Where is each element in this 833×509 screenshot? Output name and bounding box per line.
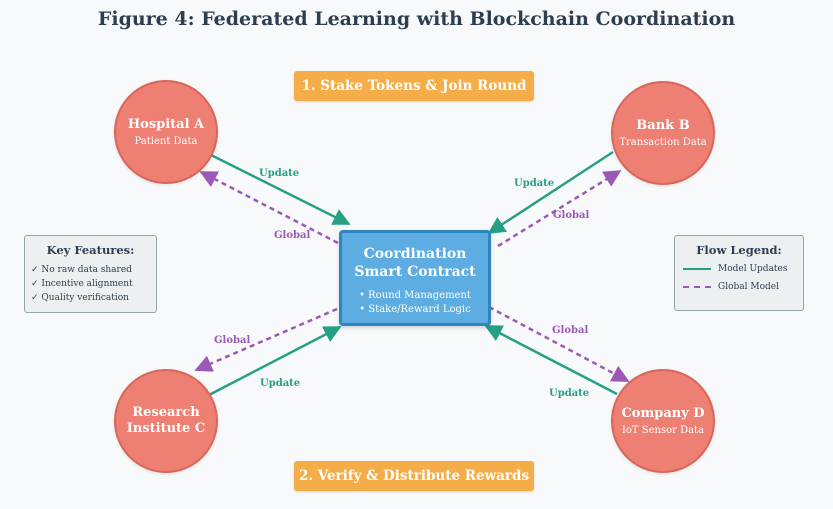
- figure-title: Figure 4: Federated Learning with Blockc…: [97, 8, 736, 30]
- flow-legend-title: Flow Legend:: [696, 243, 782, 257]
- edge-update-research: [208, 325, 342, 397]
- flow-legend-panel: Flow Legend: Model Updates Global Model: [674, 235, 804, 311]
- key-features-panel: Key Features: ✓ No raw data shared ✓ Inc…: [24, 235, 157, 313]
- label-update-bank: Update: [514, 178, 554, 189]
- contract-bullet-1: • Round Management: [359, 290, 471, 301]
- label-global-hospital: Global: [274, 230, 310, 241]
- feature-item: ✓ Quality verification: [31, 293, 129, 303]
- node-bank-b: Bank B Transaction Data: [611, 81, 715, 185]
- legend-solid-line-icon: [683, 268, 711, 270]
- node-company-d: Company D IoT Sensor Data: [611, 369, 715, 473]
- edge-update-bank: [487, 150, 614, 235]
- edge-global-company: [488, 305, 630, 383]
- label-global-bank: Global: [553, 210, 589, 221]
- smart-contract-box: Coordination Smart Contract • Round Mana…: [339, 230, 491, 326]
- label-update-research: Update: [260, 378, 300, 389]
- node-company-name: Company D: [621, 406, 705, 421]
- legend-global-label: Global Model: [718, 282, 779, 292]
- node-research-name-1: Research: [132, 405, 200, 420]
- edge-global-research: [194, 307, 338, 372]
- node-company-sub: IoT Sensor Data: [621, 425, 705, 436]
- feature-item: ✓ No raw data shared: [31, 265, 132, 275]
- contract-bullet-2: • Stake/Reward Logic: [359, 304, 471, 315]
- node-research-institute-c: Research Institute C: [114, 369, 218, 473]
- legend-row-global: Global Model: [683, 282, 779, 292]
- edge-update-company: [484, 324, 618, 396]
- label-update-hospital: Update: [259, 168, 299, 179]
- legend-update-label: Model Updates: [718, 264, 788, 274]
- label-global-research: Global: [214, 335, 250, 346]
- node-bank-sub: Transaction Data: [619, 137, 707, 148]
- label-global-company: Global: [552, 325, 588, 336]
- key-features-title: Key Features:: [46, 243, 135, 257]
- edge-update-hospital: [206, 151, 351, 226]
- banner-verify-rewards: 2. Verify & Distribute Rewards: [294, 461, 534, 491]
- legend-dashed-line-icon: [683, 286, 711, 288]
- legend-row-update: Model Updates: [683, 264, 788, 274]
- banner-stake-tokens: 1. Stake Tokens & Join Round: [294, 71, 534, 101]
- edge-global-hospital: [199, 170, 339, 245]
- node-hospital-a: Hospital A Patient Data: [114, 80, 218, 184]
- feature-item: ✓ Incentive alignment: [31, 279, 133, 289]
- label-update-company: Update: [549, 388, 589, 399]
- node-bank-name: Bank B: [636, 118, 690, 133]
- contract-title-1: Coordination: [363, 246, 467, 262]
- contract-title-2: Smart Contract: [354, 264, 476, 280]
- node-hospital-sub: Patient Data: [134, 136, 198, 147]
- edge-global-bank: [497, 169, 622, 248]
- node-research-name-2: Institute C: [126, 421, 206, 436]
- node-hospital-name: Hospital A: [127, 117, 205, 132]
